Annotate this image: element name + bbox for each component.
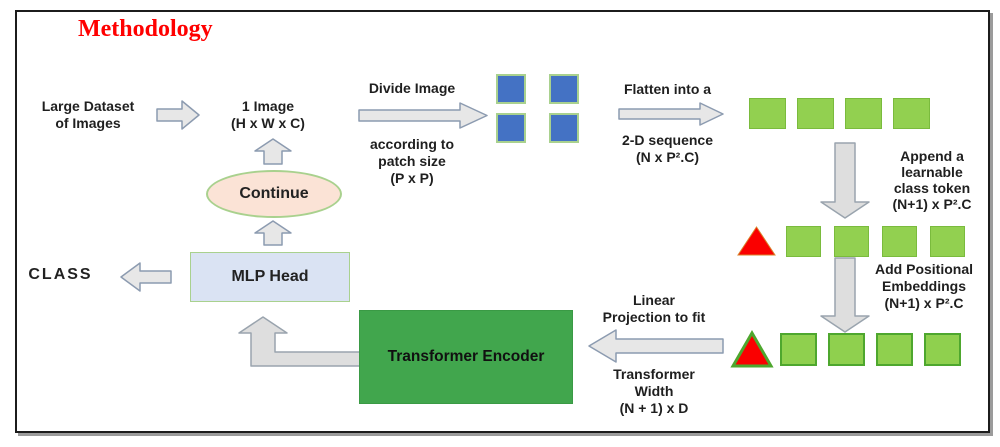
- positional-line1: Add Positional: [875, 261, 973, 277]
- token-square: [924, 333, 961, 366]
- append-line4: (N+1) x P².C: [892, 196, 972, 212]
- elbow-arrow-encoder-to-mlp-icon: [238, 316, 361, 367]
- right-arrow-divide-image-icon: [358, 102, 488, 129]
- left-arrow-linear-projection-icon: [588, 329, 724, 363]
- transformer-encoder-label: Transformer Encoder: [387, 348, 545, 365]
- divide-image-label: Divide Image: [352, 80, 472, 97]
- flatten-label: Flatten into a: [605, 81, 730, 98]
- down-arrow-positional-icon: [820, 257, 870, 333]
- positional-line2: Embeddings: [881, 278, 966, 294]
- image-patch-square: [549, 113, 579, 143]
- right-arrow-flatten-icon: [618, 102, 724, 126]
- divide-image-top: Divide Image: [368, 80, 456, 96]
- page-title: Methodology: [78, 16, 213, 42]
- token-square: [828, 333, 865, 366]
- patch-size-label: according to patch size (P x P): [352, 136, 472, 187]
- token-square: [786, 226, 821, 257]
- width-line3: (N + 1) x D: [619, 400, 689, 416]
- token-square: [845, 98, 882, 129]
- transformer-width-label: Transformer Width (N + 1) x D: [590, 366, 718, 417]
- append-line1: Append a: [900, 148, 964, 164]
- large-dataset-line1: Large Dataset: [41, 98, 135, 114]
- continue-label: Continue: [239, 185, 309, 202]
- flattened-token-row: [749, 98, 930, 129]
- token-square: [930, 226, 965, 257]
- linear-line2: Projection to fit: [602, 309, 706, 325]
- width-line1: Transformer: [613, 366, 695, 382]
- transformer-encoder-node: Transformer Encoder: [359, 310, 573, 404]
- diagram-border: [15, 10, 990, 433]
- append-class-token-label: Append a learnable class token (N+1) x P…: [868, 148, 996, 212]
- append-line3: class token: [893, 180, 971, 196]
- up-arrow-continue-to-image-icon: [254, 138, 292, 165]
- large-dataset-line2: of Images: [55, 115, 121, 131]
- sequence-line2: (N x P².C): [636, 149, 699, 165]
- add-positional-label: Add Positional Embeddings (N+1) x P².C: [852, 261, 996, 312]
- class-output-label: CLASS: [28, 266, 93, 283]
- up-arrow-mlp-to-continue-icon: [254, 220, 292, 246]
- image-patch-square: [496, 113, 526, 143]
- sequence-line1: 2-D sequence: [621, 132, 714, 148]
- token-square: [834, 226, 869, 257]
- linear-line1: Linear: [632, 292, 675, 308]
- token-square: [876, 333, 913, 366]
- patch-size-line3: (P x P): [390, 170, 434, 186]
- large-dataset-label: Large Dataset of Images: [18, 98, 158, 132]
- one-image-line2: (H x W x C): [231, 115, 305, 131]
- flatten-top: Flatten into a: [623, 81, 712, 97]
- image-patch-grid: [496, 74, 579, 143]
- class-token-row: [786, 226, 965, 257]
- continue-node: Continue: [206, 170, 342, 218]
- class-token-triangle-icon: [737, 226, 776, 256]
- patch-size-line2: patch size: [378, 153, 446, 169]
- image-patch-square: [496, 74, 526, 104]
- patch-size-line1: according to: [369, 136, 454, 152]
- positional-line3: (N+1) x P².C: [884, 295, 964, 311]
- token-square: [882, 226, 917, 257]
- positional-token-row: [780, 333, 961, 366]
- left-arrow-mlp-to-class-icon: [120, 262, 172, 292]
- token-square: [797, 98, 834, 129]
- token-square: [780, 333, 817, 366]
- linear-projection-top-label: Linear Projection to fit: [590, 292, 718, 326]
- mlp-head-node: MLP Head: [190, 252, 350, 302]
- append-line2: learnable: [901, 164, 963, 180]
- one-image-line1: 1 Image: [241, 98, 295, 114]
- down-arrow-append-token-icon: [820, 142, 870, 219]
- width-line2: Width: [634, 383, 674, 399]
- token-square: [893, 98, 930, 129]
- mlp-head-label: MLP Head: [231, 268, 309, 285]
- token-square: [749, 98, 786, 129]
- right-arrow-dataset-to-image-icon: [156, 100, 200, 130]
- sequence-label: 2-D sequence (N x P².C): [600, 132, 735, 166]
- image-patch-square: [549, 74, 579, 104]
- one-image-label: 1 Image (H x W x C): [200, 98, 336, 132]
- class-token-triangle-green-border-icon: [730, 329, 774, 368]
